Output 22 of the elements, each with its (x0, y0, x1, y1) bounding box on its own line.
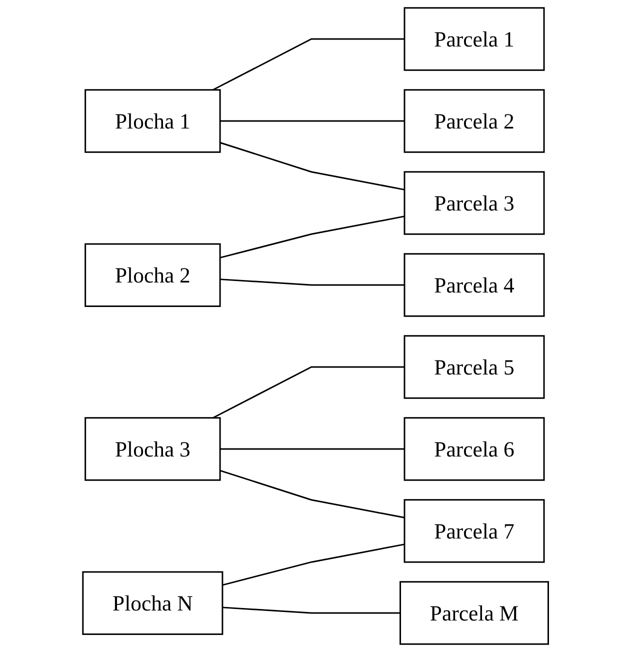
node-box: Parcela 6 (404, 417, 545, 481)
connector (212, 38, 404, 91)
node-box: Parcela M (399, 581, 549, 645)
connector (222, 606, 400, 614)
node-box: Parcela 7 (404, 499, 545, 563)
connector (220, 142, 405, 190)
node-box: Plocha N (82, 571, 224, 635)
connector (220, 216, 405, 258)
connector (222, 544, 405, 586)
node-box: Parcela 3 (404, 171, 545, 235)
connector (220, 448, 404, 450)
connector (220, 120, 404, 122)
node-box: Parcela 4 (404, 253, 545, 317)
node-box: Plocha 2 (84, 243, 221, 307)
node-box: Parcela 2 (404, 89, 545, 153)
node-box: Parcela 1 (404, 7, 545, 71)
node-box: Parcela 5 (404, 335, 545, 399)
node-box: Plocha 3 (84, 417, 221, 481)
node-box: Plocha 1 (84, 89, 221, 153)
connector (220, 470, 405, 518)
connector (220, 278, 404, 286)
connector (212, 366, 404, 419)
